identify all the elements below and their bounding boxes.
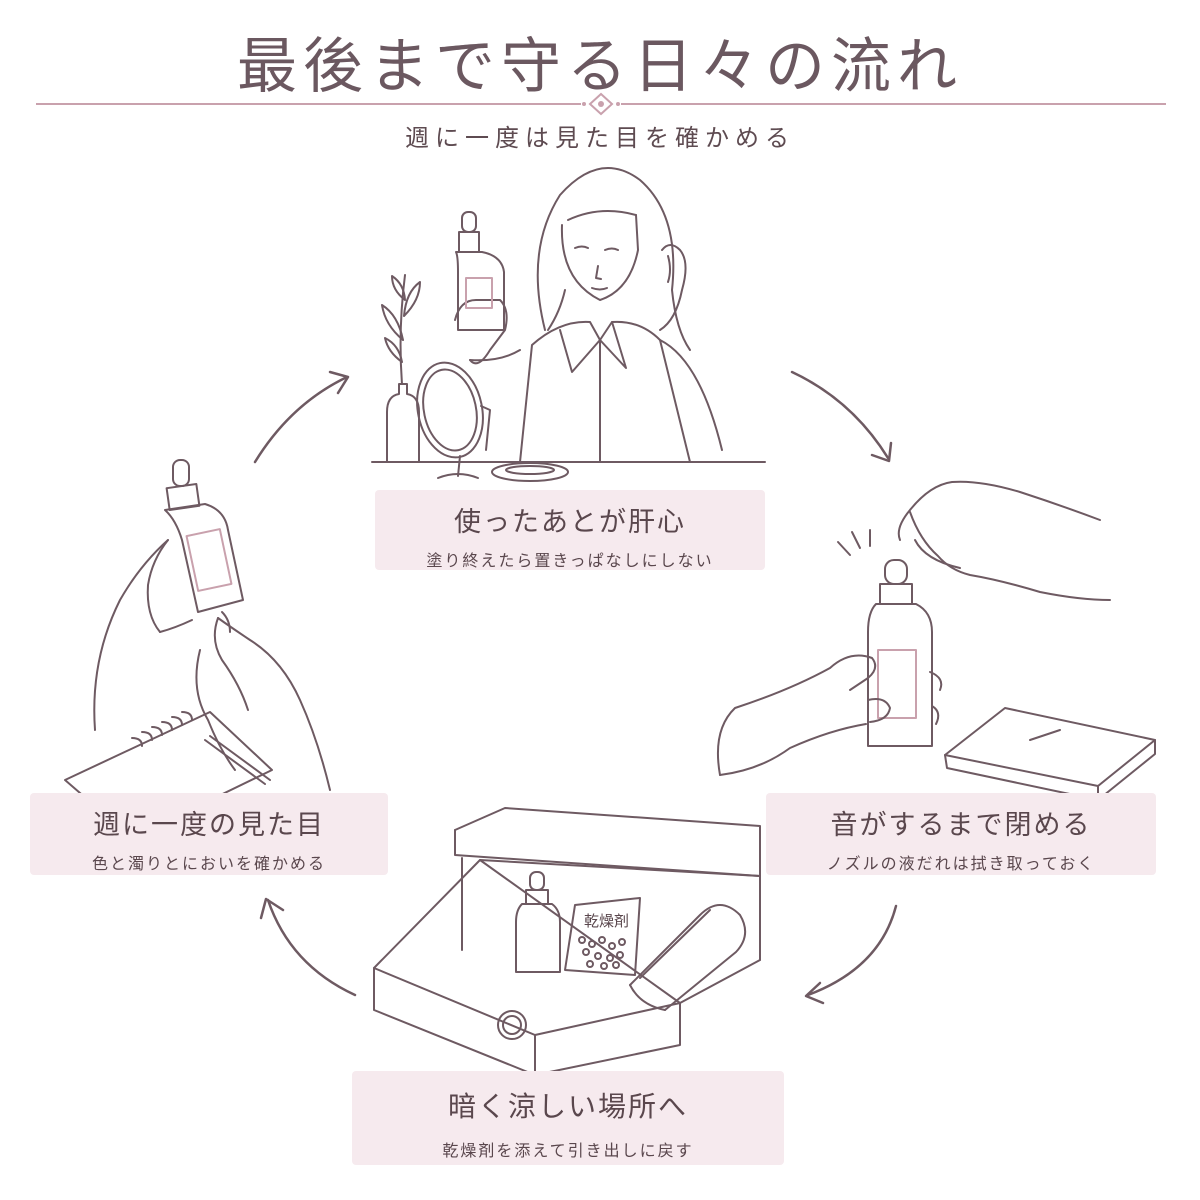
- page-subtitle: 週に一度は見た目を確かめる: [405, 124, 795, 152]
- step-after-use: 使ったあとが肝心 塗り終えたら置きっぱなしにしない: [375, 490, 765, 570]
- title-divider: [36, 92, 1166, 116]
- step-store: 暗く涼しい場所へ 乾燥剤を添えて引き出しに戻す: [352, 1071, 784, 1165]
- cycle-arrow-icon: [253, 370, 350, 464]
- step-store-heading: 暗く涼しい場所へ: [447, 1090, 688, 1123]
- step-check: 週に一度の見た目 色と濁りとにおいを確かめる: [30, 793, 388, 875]
- cycle-arrow-icon: [804, 904, 898, 1005]
- step-check-heading: 週に一度の見た目: [93, 810, 325, 841]
- step-check-sub: 色と濁りとにおいを確かめる: [91, 854, 326, 873]
- closing-bottle-illustration: [716, 480, 1156, 801]
- step-store-sub: 乾燥剤を添えて引き出しに戻す: [442, 1141, 694, 1160]
- step-close-heading: 音がするまで閉める: [830, 810, 1092, 841]
- drawer-illustration: [373, 807, 761, 1076]
- cycle-arrow-icon: [259, 897, 357, 997]
- step-close-sub: ノズルの液だれは拭き取っておく: [826, 854, 1096, 873]
- woman-at-vanity-illustration: [371, 167, 766, 482]
- step-after-use-heading: 使ったあとが肝心: [454, 507, 686, 538]
- sachet-label: 乾燥剤: [584, 912, 629, 930]
- checking-bottle-illustration: [64, 459, 331, 839]
- step-after-use-sub: 塗り終えたら置きっぱなしにしない: [426, 551, 714, 570]
- divider-ornament-icon: [582, 92, 620, 116]
- page-title: 最後まで守る日々の流れ: [237, 32, 963, 102]
- step-close: 音がするまで閉める ノズルの液だれは拭き取っておく: [766, 793, 1156, 875]
- cycle-arrow-icon: [790, 370, 893, 463]
